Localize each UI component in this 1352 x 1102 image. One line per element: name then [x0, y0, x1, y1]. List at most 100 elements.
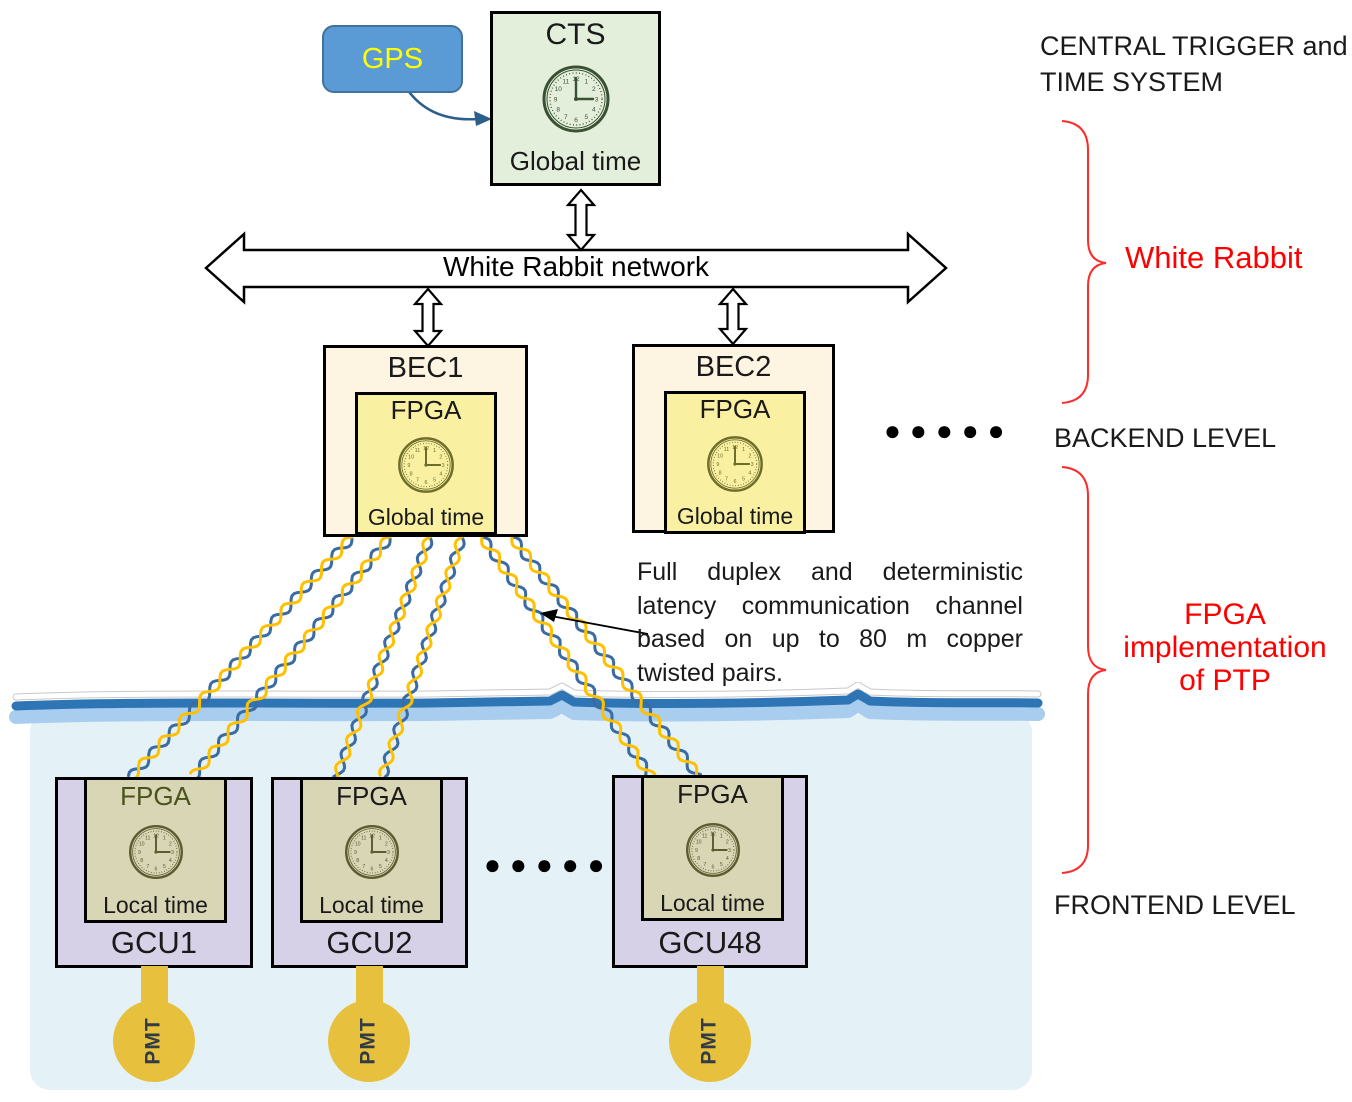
- twisted-pair-wire: [130, 535, 354, 781]
- cts-time-label: Global time: [509, 146, 642, 176]
- svg-text:3: 3: [171, 849, 174, 855]
- bec1-fpga-box: FPGA 123456789101112 Global time: [355, 392, 497, 535]
- gcu2-fpga-box: FPGA 123456789101112 Local time: [300, 777, 443, 923]
- gps-cts-arrow: [405, 88, 479, 121]
- clock-icon: 123456789101112: [396, 435, 456, 495]
- svg-text:1: 1: [742, 447, 745, 453]
- svg-text:6: 6: [733, 479, 736, 485]
- svg-text:11: 11: [724, 447, 730, 453]
- central-trigger-label: CENTRAL TRIGGER and TIME SYSTEM: [1040, 28, 1348, 100]
- svg-text:8: 8: [556, 107, 560, 114]
- bec2-fpga-box: FPGA 123456789101112 Global time: [664, 391, 806, 534]
- fpga-ptp-line1: FPGA: [1184, 598, 1266, 631]
- pmt-label: PMT: [141, 1017, 165, 1065]
- svg-text:9: 9: [695, 847, 698, 853]
- annotation-line: latency communication channel: [637, 591, 1023, 620]
- svg-text:10: 10: [354, 841, 360, 847]
- twisted-pair-wire: [195, 535, 392, 780]
- white-rabbit-label: White Rabbit: [1125, 240, 1303, 275]
- svg-text:9: 9: [553, 96, 557, 103]
- svg-text:6: 6: [154, 866, 157, 872]
- network-bec1-arrow: [412, 287, 444, 348]
- bec2-title: BEC2: [695, 351, 772, 383]
- svg-text:1: 1: [378, 835, 381, 841]
- annotation-pointer-head: [540, 609, 558, 622]
- cts-network-arrow: [565, 188, 597, 252]
- twisted-pair-wire: [377, 535, 464, 777]
- svg-text:4: 4: [748, 470, 751, 476]
- clock-icon: 123456789101112: [705, 434, 765, 494]
- twisted-pair-wire: [332, 535, 434, 778]
- svg-text:4: 4: [725, 856, 728, 862]
- svg-text:7: 7: [146, 864, 149, 870]
- svg-text:5: 5: [433, 477, 436, 483]
- pmt-bulb: PMT: [328, 1000, 410, 1082]
- clock-icon: 123456789101112: [127, 823, 185, 881]
- svg-text:8: 8: [697, 856, 700, 862]
- bec2-time-label: Global time: [676, 503, 794, 529]
- svg-text:6: 6: [370, 866, 373, 872]
- svg-text:8: 8: [356, 858, 359, 864]
- gcu1-time-label: Local time: [103, 892, 208, 918]
- twisted-pair-wire: [510, 535, 699, 779]
- gcu48-fpga-box: FPGA 123456789101112 Local time: [641, 775, 784, 921]
- svg-text:2: 2: [591, 86, 595, 93]
- gcu1-fpga-box: FPGA 123456789101112 Local time: [84, 777, 227, 923]
- svg-text:9: 9: [354, 849, 357, 855]
- svg-text:7: 7: [703, 862, 706, 868]
- pmt-label: PMT: [697, 1017, 721, 1065]
- annotation-line: Full duplex and deterministic: [637, 558, 1023, 586]
- central-trigger-line2: TIME SYSTEM: [1040, 67, 1224, 97]
- twisted-pair-wire: [480, 535, 650, 782]
- svg-text:5: 5: [584, 114, 588, 121]
- wave-white-crest: [13, 682, 1041, 700]
- svg-text:10: 10: [408, 454, 414, 460]
- gps-label: GPS: [361, 42, 424, 75]
- svg-text:11: 11: [415, 448, 421, 454]
- svg-text:5: 5: [378, 864, 381, 870]
- svg-text:2: 2: [384, 841, 387, 847]
- gps-box: GPS: [322, 25, 463, 93]
- bec1-fpga-label: FPGA: [390, 395, 462, 425]
- svg-text:7: 7: [362, 864, 365, 870]
- svg-text:1: 1: [719, 833, 722, 839]
- svg-text:8: 8: [410, 471, 413, 477]
- twisted-pair-wire: [510, 535, 702, 776]
- bec2-fpga-label: FPGA: [699, 394, 771, 424]
- gcu48-box: FPGA 123456789101112 Local time GCU48: [612, 775, 808, 968]
- svg-text:5: 5: [742, 476, 745, 482]
- twisted-pair-wire: [189, 535, 392, 775]
- gcu48-title: GCU48: [658, 925, 762, 960]
- twisted-pair-wire: [333, 535, 432, 780]
- svg-text:9: 9: [716, 461, 719, 467]
- svg-text:7: 7: [725, 476, 728, 482]
- fpga-ptp-line2: implementation: [1123, 631, 1327, 664]
- gcu1-box: FPGA 123456789101112 Local time GCU1: [55, 777, 253, 968]
- clock-icon: 123456789101112: [684, 821, 742, 879]
- gcu2-box: FPGA 123456789101112 Local time GCU2: [271, 777, 468, 968]
- frontend-level-label: FRONTEND LEVEL: [1054, 890, 1296, 920]
- svg-text:3: 3: [751, 461, 754, 467]
- bec1-box: BEC1 FPGA 123456789101112 Global time: [323, 345, 528, 537]
- svg-text:4: 4: [168, 858, 171, 864]
- svg-text:11: 11: [562, 79, 569, 86]
- wave-light-band: [9, 698, 1045, 724]
- svg-text:6: 6: [424, 480, 427, 486]
- twisted-pair-wire: [127, 535, 354, 778]
- fpga-ptp-line3: of PTP: [1179, 664, 1271, 697]
- svg-text:4: 4: [591, 107, 595, 114]
- svg-text:2: 2: [439, 454, 442, 460]
- svg-text:5: 5: [162, 864, 165, 870]
- gcu2-fpga-label: FPGA: [336, 781, 407, 811]
- svg-text:6: 6: [574, 117, 578, 124]
- pmt-label: PMT: [356, 1017, 380, 1065]
- svg-text:2: 2: [168, 841, 171, 847]
- brace-fpga-ptp: [1061, 466, 1107, 874]
- gcu48-fpga-label: FPGA: [677, 779, 748, 809]
- svg-text:11: 11: [144, 835, 150, 841]
- gcu2-title: GCU2: [326, 925, 413, 960]
- svg-text:10: 10: [695, 839, 701, 845]
- svg-text:10: 10: [138, 841, 144, 847]
- annotation-line: twisted pairs.: [637, 658, 783, 687]
